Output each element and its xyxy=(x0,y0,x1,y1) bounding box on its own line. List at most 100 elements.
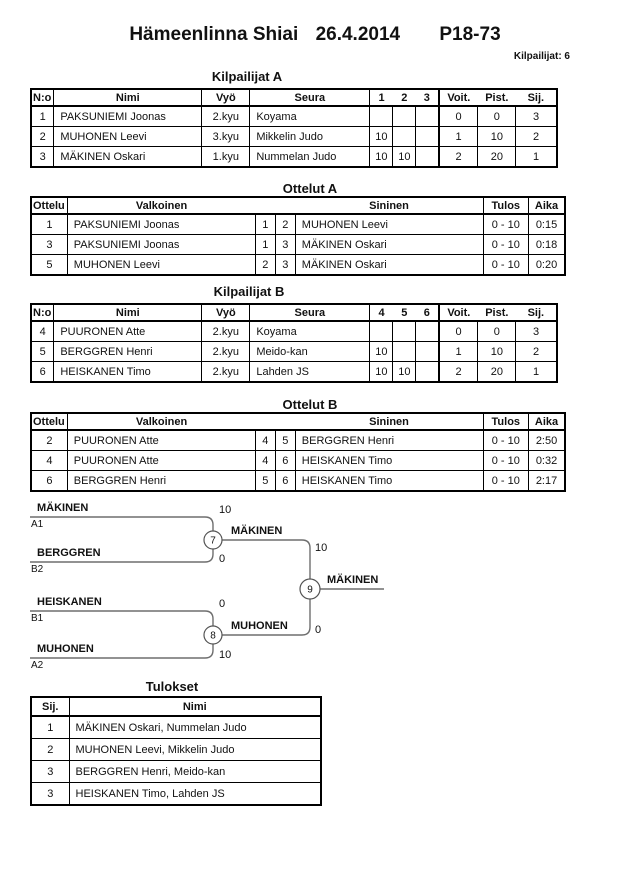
cell-tulos: 0 - 10 xyxy=(482,429,529,451)
bracket-entry-seed: B1 xyxy=(31,613,44,624)
table-row: 6 HEISKANEN Timo 2.kyu Lahden JS 10 10 2… xyxy=(30,361,558,383)
cell-sij: 2 xyxy=(515,341,558,362)
cell-nimi: HEISKANEN Timo, Lahden JS xyxy=(68,782,322,806)
table-row: 2 MUHONEN Leevi, Mikkelin Judo xyxy=(30,738,322,761)
table-row: 3 BERGGREN Henri, Meido-kan xyxy=(30,760,322,783)
cell-sij: 2 xyxy=(30,738,70,761)
section-title-ottelut-b: Ottelut B xyxy=(282,397,338,412)
cell-aika: 2:50 xyxy=(527,429,566,451)
col-header-3: 3 xyxy=(415,88,439,107)
cell-aika: 0:20 xyxy=(527,254,566,276)
cell-seura: Nummelan Judo xyxy=(249,146,371,168)
col-header-pist: Pist. xyxy=(477,88,516,107)
cell-voit: 0 xyxy=(437,105,479,127)
cell-pist: 20 xyxy=(477,361,517,383)
section-title-kilpailijat-a: Kilpailijat A xyxy=(211,69,283,84)
cell-blue-no: 5 xyxy=(274,429,296,451)
col-header-6: 6 xyxy=(415,303,439,322)
cell-score-6 xyxy=(415,320,440,342)
col-header-voit: Voit. xyxy=(437,303,478,322)
table-row: 3 PAKSUNIEMI Joonas 1 3 MÄKINEN Oskari 0… xyxy=(30,234,566,255)
bracket-entry-score: 0 xyxy=(219,553,226,565)
table-row: 6 BERGGREN Henri 5 6 HEISKANEN Timo 0 - … xyxy=(30,470,566,492)
col-header-sininen: Sininen xyxy=(295,196,484,215)
cell-sij: 1 xyxy=(515,361,558,383)
col-header-tulos: Tulos xyxy=(482,196,529,215)
cell-pist: 10 xyxy=(477,341,517,362)
cell-vyo: 2.kyu xyxy=(201,105,251,127)
cell-seura: Meido-kan xyxy=(249,341,371,362)
bracket-entry-seed: A2 xyxy=(31,660,44,671)
cell-vyo: 2.kyu xyxy=(201,341,251,362)
col-header-aika: Aika xyxy=(527,412,566,431)
ottelut-a-table: Ottelu Valkoinen Sininen Tulos Aika 1 PA… xyxy=(30,196,567,276)
tournament-name: Hämeenlinna Shiai xyxy=(129,24,299,45)
cell-sininen: HEISKANEN Timo xyxy=(294,450,484,471)
cell-tulos: 0 - 10 xyxy=(482,213,529,235)
cell-nimi: MÄKINEN Oskari xyxy=(53,146,203,168)
col-header-seura: Seura xyxy=(249,88,371,107)
col-header-4: 4 xyxy=(369,303,393,322)
cell-white-no: 5 xyxy=(254,470,276,492)
cell-no: 4 xyxy=(30,320,55,342)
cell-no: 5 xyxy=(30,341,55,362)
cell-white-no: 4 xyxy=(254,450,276,471)
cell-white-no: 1 xyxy=(254,234,276,255)
cell-no: 6 xyxy=(30,361,55,383)
cell-sininen: MUHONEN Leevi xyxy=(294,213,484,235)
cell-no: 1 xyxy=(30,105,55,127)
col-header-blank1 xyxy=(255,412,276,431)
header-row: Sij. Nimi xyxy=(30,696,322,717)
cell-tulos: 0 - 10 xyxy=(482,254,529,276)
cell-score-5: 10 xyxy=(392,361,417,383)
cell-valkoinen: PAKSUNIEMI Joonas xyxy=(66,234,256,255)
table-row: 3 HEISKANEN Timo, Lahden JS xyxy=(30,782,322,806)
cell-ottelu: 1 xyxy=(30,213,68,235)
cell-nimi: BERGGREN Henri xyxy=(53,341,203,362)
cell-voit: 2 xyxy=(437,146,479,168)
col-header-vyo: Vyö xyxy=(201,88,251,107)
cell-pist: 0 xyxy=(477,320,517,342)
col-header-1: 1 xyxy=(369,88,393,107)
match-node-circle xyxy=(203,625,223,645)
cell-vyo: 1.kyu xyxy=(201,146,251,168)
cell-sij: 1 xyxy=(515,146,558,168)
table-row: 2 PUURONEN Atte 4 5 BERGGREN Henri 0 - 1… xyxy=(30,429,566,451)
cell-voit: 1 xyxy=(437,126,479,147)
bracket-entry-name: HEISKANEN xyxy=(37,596,102,608)
cell-ottelu: 5 xyxy=(30,254,68,276)
cell-score-6 xyxy=(415,361,440,383)
bracket-winner-score: 0 xyxy=(315,624,322,636)
bracket-lines: 7 8 9 xyxy=(30,516,384,659)
section-title-ottelut-a: Ottelut A xyxy=(282,181,338,196)
cell-sininen: MÄKINEN Oskari xyxy=(294,254,484,276)
cell-valkoinen: BERGGREN Henri xyxy=(66,470,256,492)
cell-score-1 xyxy=(369,105,394,127)
col-header-blank1 xyxy=(255,196,276,215)
bracket-entry-score: 10 xyxy=(219,649,232,661)
cell-voit: 1 xyxy=(437,341,479,362)
cell-score-1: 10 xyxy=(369,146,394,168)
cell-sij: 1 xyxy=(30,715,70,739)
cell-blue-no: 3 xyxy=(274,254,296,276)
cell-vyo: 2.kyu xyxy=(201,361,251,383)
col-header-valkoinen: Valkoinen xyxy=(67,196,256,215)
bracket-champion-name: MÄKINEN xyxy=(327,574,379,586)
cell-score-4: 10 xyxy=(369,341,394,362)
col-header-aika: Aika xyxy=(527,196,566,215)
table-row: 5 MUHONEN Leevi 2 3 MÄKINEN Oskari 0 - 1… xyxy=(30,254,566,276)
match-node-circle xyxy=(203,530,223,550)
cell-tulos: 0 - 10 xyxy=(482,450,529,471)
section-title-kilpailijat-b: Kilpailijat B xyxy=(213,284,285,299)
cell-pist: 0 xyxy=(477,105,517,127)
col-header-nimi: Nimi xyxy=(53,88,203,107)
bracket-entry-score: 0 xyxy=(219,598,226,610)
page-title: Hämeenlinna Shiai 26.4.2014 P18-73 xyxy=(0,24,630,46)
cell-score-3 xyxy=(415,105,440,127)
bracket-winner-name: MUHONEN xyxy=(231,620,288,632)
cell-no: 3 xyxy=(30,146,55,168)
cell-pist: 20 xyxy=(477,146,517,168)
cell-seura: Koyama xyxy=(249,320,371,342)
table-row: 1 PAKSUNIEMI Joonas 1 2 MUHONEN Leevi 0 … xyxy=(30,213,566,235)
